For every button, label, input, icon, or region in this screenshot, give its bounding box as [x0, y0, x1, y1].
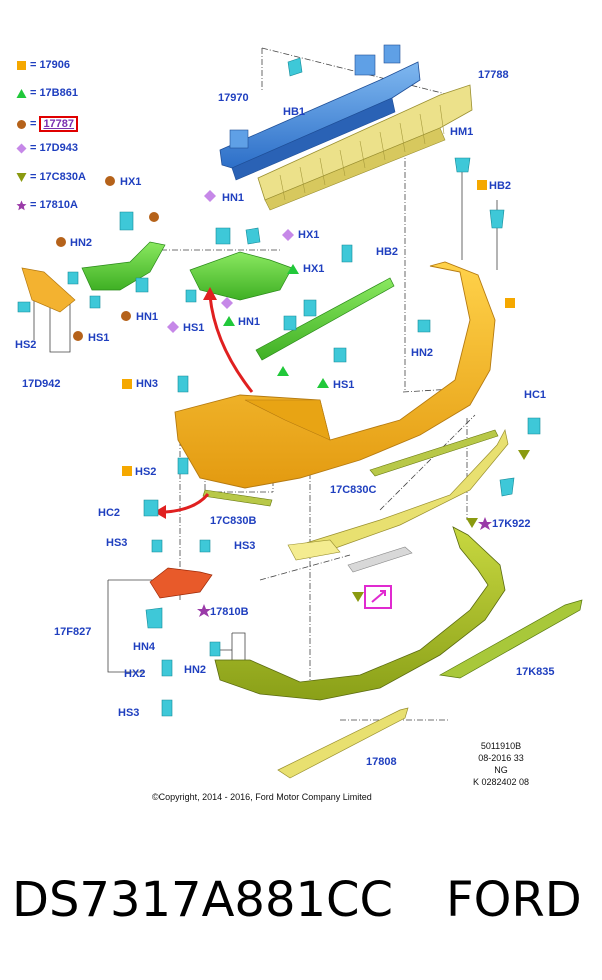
legend-item-triangle: =17B861 — [16, 87, 78, 99]
clips — [17, 57, 541, 717]
legend-item-diamond: =17D943 — [16, 142, 78, 154]
illustration-meta: 5011910B 08-2016 33 NG K 0282402 08 — [466, 740, 536, 788]
star-icon — [16, 200, 27, 210]
label-hn2-right: HN2 — [411, 347, 434, 359]
grey-insert — [347, 546, 413, 573]
strip-17C830C — [369, 429, 499, 477]
label-hs1-right: HS1 — [333, 379, 355, 391]
label-hn2-bottom: HN2 — [184, 664, 207, 676]
square-icon — [17, 60, 26, 70]
red-arrow-down — [164, 493, 210, 514]
meta-line: NG — [494, 765, 508, 775]
label-17d942: 17D942 — [22, 378, 61, 390]
arrow-icon — [371, 590, 386, 603]
label-17970: 17970 — [218, 92, 249, 104]
label-hs1-left: HS1 — [88, 332, 110, 344]
legend-part-highlighted[interactable]: 17787 — [39, 116, 79, 132]
trim-piece — [287, 539, 341, 561]
legend-part: 17906 — [39, 59, 71, 71]
meta-line: 08-2016 33 — [478, 753, 524, 763]
side-bracket-17D942 — [21, 267, 76, 313]
label-hx2: HX2 — [124, 668, 146, 680]
label-17k835: 17K835 — [516, 666, 555, 678]
label-hx1-right: HX1 — [303, 263, 325, 275]
label-hb2-right: HB2 — [489, 180, 512, 192]
part-markers — [56, 176, 530, 617]
meta-line: 5011910B — [480, 741, 522, 751]
copyright-notice: ©Copyright, 2014 - 2016, Ford Motor Comp… — [152, 792, 372, 802]
legend-item-square: =17906 — [16, 59, 70, 71]
label-hs2-mid: HS2 — [135, 466, 157, 478]
legend-part: 17B861 — [39, 87, 78, 99]
legend-item-triangle-down: =17C830A — [16, 171, 86, 183]
label-17f827: 17F827 — [54, 626, 92, 638]
reflector-17F827 — [149, 567, 213, 599]
label-17k922: 17K922 — [492, 518, 531, 530]
label-17c830c: 17C830C — [330, 484, 377, 496]
label-hb1: HB1 — [283, 106, 306, 118]
label-hn2-left: HN2 — [70, 237, 93, 249]
legend-item-star: =17810A — [16, 199, 78, 211]
label-17810b: 17810B — [210, 606, 249, 618]
label-17808: 17808 — [366, 756, 397, 768]
label-17c830b: 17C830B — [210, 515, 257, 527]
label-hn1-left: HN1 — [136, 311, 159, 323]
label-hs2-left: HS2 — [15, 339, 37, 351]
energy-absorber — [257, 84, 473, 211]
label-hm1: HM1 — [450, 126, 474, 138]
strip-17K835 — [438, 599, 583, 679]
label-hs1-mid: HS1 — [183, 322, 205, 334]
part-number: DS7317A881CC — [12, 872, 394, 928]
label-hs3-right: HS3 — [234, 540, 256, 552]
red-arrow-up — [208, 295, 254, 393]
red-arrow-head-down — [154, 505, 166, 519]
label-hs3-bottom: HS3 — [118, 707, 140, 719]
brand-name: FORD — [446, 872, 582, 928]
label-hn3: HN3 — [136, 378, 159, 390]
left-bracket — [81, 241, 395, 361]
legend-part: 17C830A — [39, 171, 86, 183]
diamond-icon — [16, 143, 27, 153]
label-hc1: HC1 — [524, 389, 547, 401]
circle-icon — [17, 119, 26, 129]
label-hn1-right: HN1 — [238, 316, 261, 328]
bumper-cover — [174, 261, 496, 489]
reinforcement-beam — [219, 44, 421, 181]
triangle-icon — [16, 88, 27, 98]
lower-bumper — [214, 526, 506, 701]
triangle-down-icon — [16, 172, 27, 182]
strip-17C830B — [202, 489, 273, 507]
label-hn1-top: HN1 — [222, 192, 245, 204]
legend-item-circle: =17787 — [16, 116, 79, 132]
label-hs3-left: HS3 — [106, 537, 128, 549]
red-arrow-head-up — [203, 287, 217, 300]
highlight-box — [364, 585, 392, 609]
label-hx1-mid: HX1 — [298, 229, 320, 241]
strip-17808 — [277, 707, 409, 779]
label-hn4: HN4 — [133, 641, 156, 653]
label-hc2: HC2 — [98, 507, 121, 519]
legend-part: 17810A — [39, 199, 78, 211]
label-hb2-center: HB2 — [376, 246, 399, 258]
label-hx1-left: HX1 — [120, 176, 142, 188]
legend-part: 17D943 — [39, 142, 78, 154]
label-17788: 17788 — [478, 69, 509, 81]
meta-line: K 0282402 08 — [472, 777, 530, 787]
